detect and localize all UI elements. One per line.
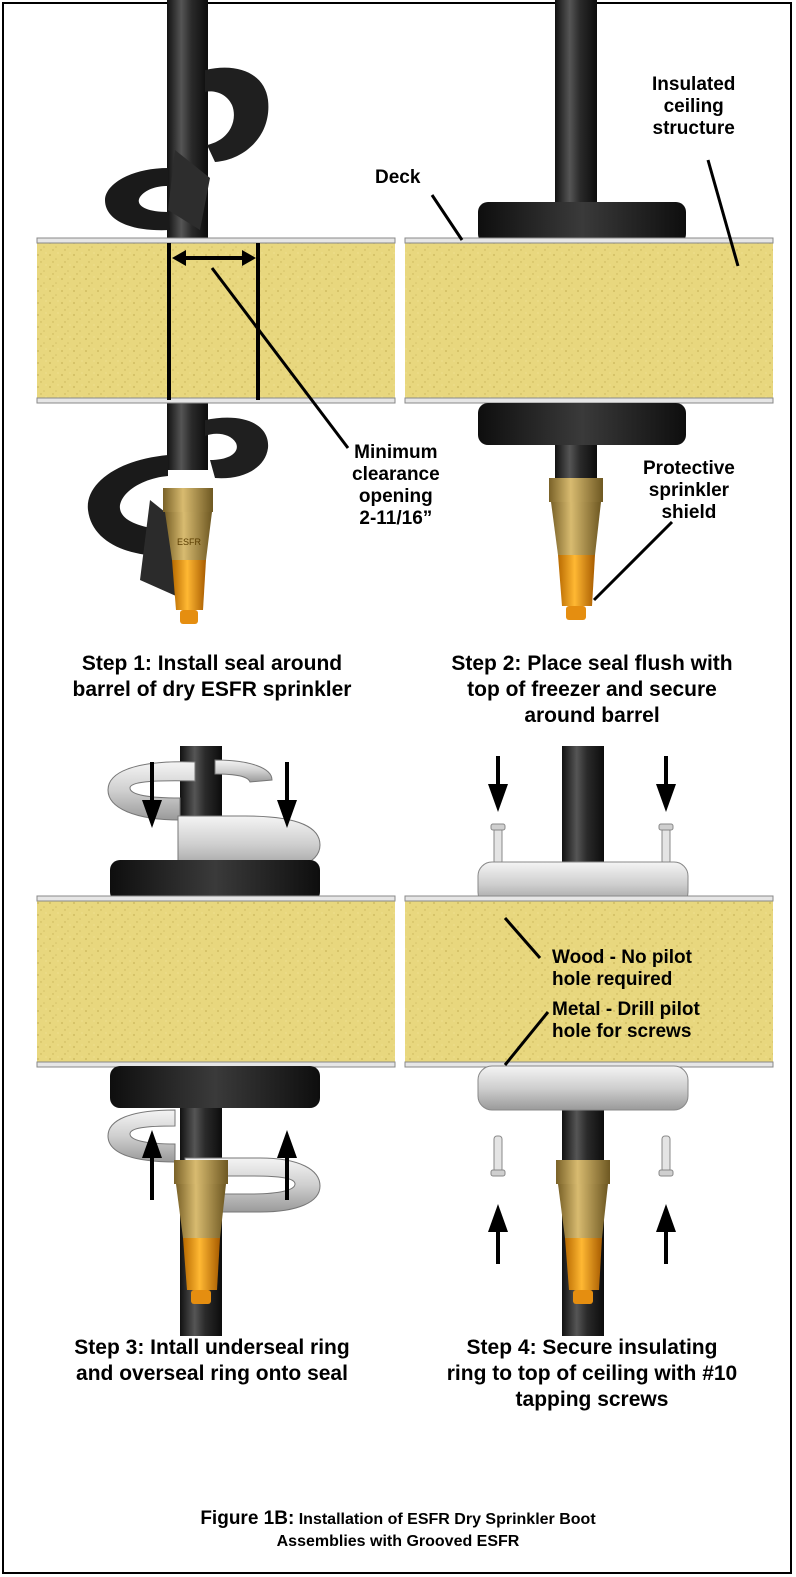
figure-label: Figure 1B: bbox=[200, 1508, 295, 1529]
clearance-line-3: opening bbox=[358, 486, 433, 507]
insulation-panel bbox=[405, 900, 773, 1064]
shield-line-1: Protective bbox=[643, 458, 735, 479]
panel-2-illustration bbox=[404, 0, 774, 620]
brass-fitting bbox=[163, 488, 213, 512]
insulated-line-3: structure bbox=[652, 118, 735, 139]
step-4-line-2: ring to top of ceiling with #10 bbox=[446, 1362, 738, 1385]
seal-lower bbox=[110, 1066, 320, 1108]
underseal-ring bbox=[477, 1065, 689, 1111]
screw-bottom-left bbox=[490, 1135, 506, 1177]
step-4-line-1: Step 4: Secure insulating bbox=[466, 1336, 718, 1359]
metal-line-2: hole for screws bbox=[552, 1021, 692, 1042]
step-4-line-3: tapping screws bbox=[515, 1388, 669, 1411]
shield-leader bbox=[592, 520, 674, 602]
step-1-caption: Step 1: Install seal around barrel of dr… bbox=[22, 651, 402, 703]
brass-body bbox=[165, 512, 212, 560]
figure-caption: Figure 1B: Installation of ESFR Dry Spri… bbox=[0, 1508, 796, 1553]
sprinkler-head bbox=[558, 555, 595, 606]
step-4-caption: Step 4: Secure insulating ring to top of… bbox=[402, 1335, 782, 1413]
underseal-ring bbox=[107, 1109, 176, 1163]
step-2-line-3: around barrel bbox=[524, 704, 660, 727]
screw-top-right bbox=[658, 823, 674, 865]
seal-upper bbox=[110, 860, 320, 902]
shield-line-3: shield bbox=[661, 502, 717, 523]
seal-spiral-upper-left bbox=[105, 168, 170, 231]
panel-4-illustration bbox=[404, 746, 774, 1336]
step-3-caption: Step 3: Intall underseal ring and overse… bbox=[22, 1335, 402, 1387]
panel-3-illustration bbox=[36, 746, 396, 1336]
metal-leader bbox=[503, 1011, 550, 1066]
figure-text-line-2: Assemblies with Grooved ESFR bbox=[276, 1533, 520, 1550]
brass-body bbox=[558, 1184, 608, 1238]
sprinkler-head bbox=[183, 1238, 220, 1290]
panel-1-illustration bbox=[36, 0, 396, 624]
clearance-line-1: Minimum bbox=[354, 442, 438, 463]
metal-line-1: Metal - Drill pilot bbox=[552, 999, 700, 1020]
brass-body bbox=[176, 1184, 226, 1238]
step-3-line-1: Step 3: Intall underseal ring bbox=[74, 1336, 350, 1359]
insulation-panel bbox=[37, 242, 395, 400]
screw-bottom-right bbox=[658, 1135, 674, 1177]
seal-spiral-lower bbox=[205, 417, 269, 479]
metal-callout: Metal - Drill pilot hole for screws bbox=[552, 999, 700, 1043]
step-2-line-2: top of freezer and secure bbox=[467, 678, 717, 701]
seal-spiral-upper bbox=[205, 67, 269, 162]
shield-line-2: sprinkler bbox=[648, 480, 730, 501]
seal-upper bbox=[478, 202, 686, 244]
insulated-line-1: Insulated bbox=[652, 74, 736, 95]
step-1-line-1: Step 1: Install seal around bbox=[81, 652, 343, 675]
insulation-panel bbox=[37, 900, 395, 1064]
wood-line-2: hole required bbox=[552, 969, 673, 990]
insulation-panel bbox=[405, 242, 773, 400]
deck-callout: Deck bbox=[375, 167, 421, 188]
insulated-leader bbox=[706, 159, 740, 267]
step-1-line-2: barrel of dry ESFR sprinkler bbox=[72, 678, 352, 701]
sprinkler-head bbox=[565, 1238, 602, 1290]
seal-lower bbox=[478, 403, 686, 445]
brass-fitting bbox=[549, 478, 603, 502]
brass-fitting bbox=[556, 1160, 610, 1184]
clearance-callout: Minimum clearance opening 2-11/16” bbox=[352, 442, 440, 530]
sprinkler-head bbox=[172, 560, 206, 610]
sprinkler-label: ESFR bbox=[177, 537, 202, 547]
wood-leader bbox=[503, 917, 542, 959]
wood-callout: Wood - No pilot hole required bbox=[552, 947, 692, 991]
step-2-caption: Step 2: Place seal flush with top of fre… bbox=[402, 651, 782, 729]
clearance-leader bbox=[210, 267, 350, 449]
step-2-line-1: Step 2: Place seal flush with bbox=[451, 652, 733, 675]
insulated-callout: Insulated ceiling structure bbox=[652, 74, 735, 140]
deck-leader bbox=[430, 194, 464, 241]
step-3-line-2: and overseal ring onto seal bbox=[76, 1362, 348, 1385]
figure-text-line-1: Installation of ESFR Dry Sprinkler Boot bbox=[294, 1511, 596, 1528]
brass-fitting bbox=[174, 1160, 228, 1184]
clearance-line-2: clearance bbox=[352, 464, 440, 485]
brass-body bbox=[551, 502, 601, 555]
shield-callout: Protective sprinkler shield bbox=[643, 458, 735, 524]
clearance-line-4: 2-11/16” bbox=[359, 508, 433, 529]
screw-top-left bbox=[490, 823, 506, 865]
wood-line-1: Wood - No pilot bbox=[552, 947, 692, 968]
insulated-line-2: ceiling bbox=[663, 96, 724, 117]
